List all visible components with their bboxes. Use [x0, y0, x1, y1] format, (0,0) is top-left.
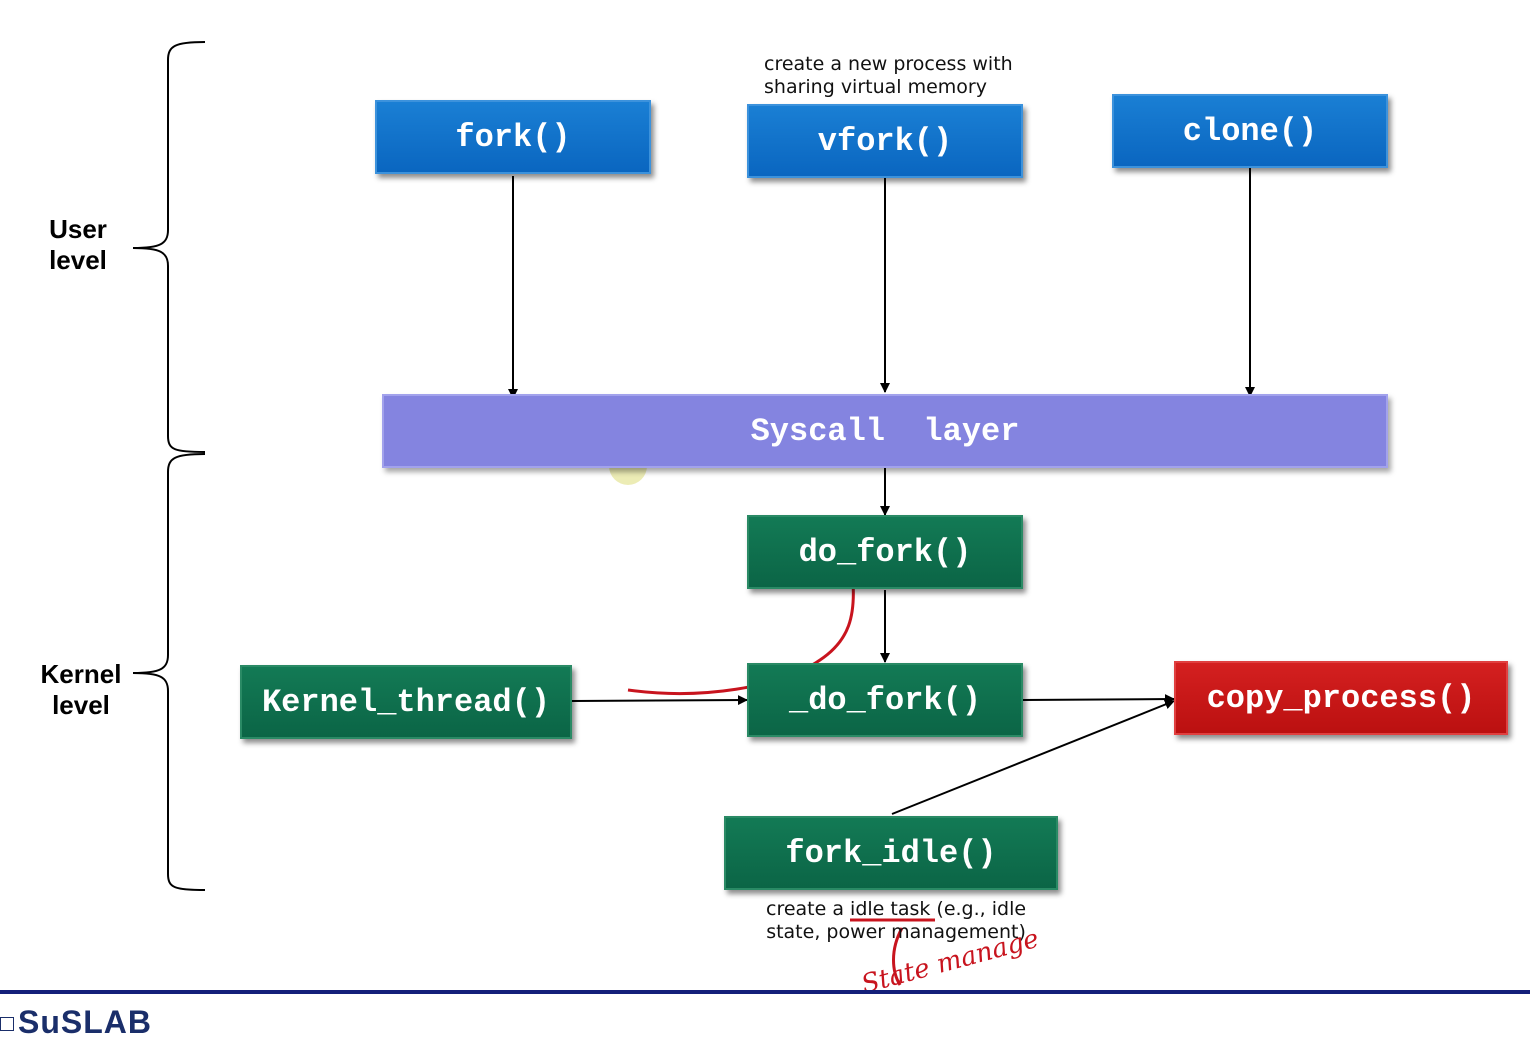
arrow-kthread-underscore — [571, 695, 748, 706]
syscall-layer-box: Syscall layer — [382, 394, 1388, 468]
vfork-note: create a new process with sharing virtua… — [764, 53, 1013, 98]
footer-divider — [0, 990, 1530, 994]
clone-box: clone() — [1112, 94, 1388, 168]
logo-text: SuSLAB — [18, 1004, 152, 1040]
underscore-do-fork-box: _do_fork() — [747, 663, 1023, 737]
vfork-box: vfork() — [747, 104, 1023, 178]
logo-mark-icon — [0, 1017, 14, 1031]
user-level-brace — [132, 41, 206, 453]
fork-idle-note: create a idle task (e.g., idle state, po… — [766, 898, 1027, 943]
arrow-forkidle-copy — [891, 699, 1175, 815]
kernel-level-brace — [132, 453, 206, 891]
do-fork-box: do_fork() — [747, 515, 1023, 589]
user-level-label: User level — [49, 214, 107, 275]
fork-idle-box: fork_idle() — [724, 816, 1058, 890]
red-annotation-stem — [892, 927, 904, 986]
suslab-logo: SuSLAB — [0, 1004, 152, 1041]
kernel-level-label: Kernel level — [40, 659, 122, 720]
fork-box: fork() — [375, 100, 651, 174]
kernel-thread-box: Kernel_thread() — [240, 665, 572, 739]
arrow-underscore-copy — [1021, 694, 1175, 705]
copy-process-box: copy_process() — [1174, 661, 1508, 735]
